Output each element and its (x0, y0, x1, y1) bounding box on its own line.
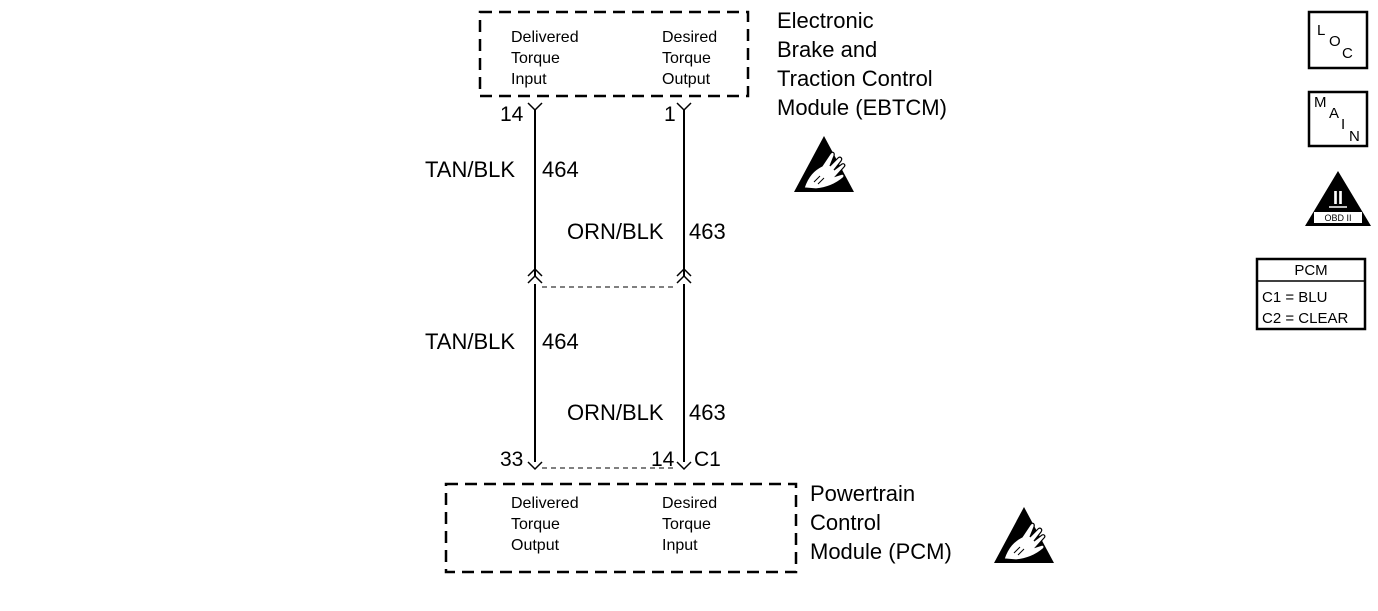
pcm-name-line-2: Control (810, 510, 881, 535)
loc-letter-l: L (1317, 22, 1325, 39)
main-letter-i: I (1341, 116, 1345, 133)
loc-letter-c: C (1342, 45, 1353, 62)
pcm-right-function-3: Input (662, 537, 698, 554)
esd-sensitive-icon (793, 135, 855, 193)
wire-color-upper-right: ORN/BLK (567, 219, 664, 244)
ebtcm-pin-left: 14 (500, 103, 524, 126)
ebtcm-left-function-3: Input (511, 71, 547, 88)
wire-circuit-upper-right: 463 (689, 219, 726, 244)
ebtcm-module: Delivered Torque Input Desired Torque Ou… (478, 8, 947, 120)
wire-left-464 (527, 102, 543, 471)
ebtcm-pin-right: 1 (664, 103, 676, 126)
ebtcm-name-line-1: Electronic (777, 8, 874, 33)
wire-circuit-lower-left: 464 (542, 329, 579, 354)
loc-symbol: L O C (1307, 10, 1369, 70)
pcm-legend-row-c2: C2 = CLEAR (1262, 310, 1348, 327)
ebtcm-name-line-3: Traction Control (777, 66, 933, 91)
pcm-legend-row-c1: C1 = BLU (1262, 289, 1327, 306)
pcm-left-function-1: Delivered (511, 495, 579, 512)
esd-sensitive-icon-pcm (993, 506, 1055, 564)
pcm-connector-legend: PCM C1 = BLU C2 = CLEAR (1255, 257, 1367, 331)
ebtcm-right-function-3: Output (662, 71, 711, 88)
pcm-name-line-1: Powertrain (810, 481, 915, 506)
obd-numeral: II (1333, 188, 1343, 208)
ebtcm-left-function-2: Torque (511, 50, 560, 67)
loc-letter-o: O (1329, 33, 1341, 50)
pcm-pin-right: 14 (651, 448, 675, 471)
pcm-left-function-3: Output (511, 537, 560, 554)
obd-label: OBD II (1324, 213, 1351, 223)
pcm-connector-id: C1 (694, 448, 721, 471)
main-letter-n: N (1349, 128, 1360, 145)
main-letter-m: M (1314, 94, 1327, 111)
main-symbol: M A I N (1307, 90, 1369, 148)
pcm-pin-left: 33 (500, 448, 523, 471)
main-letter-a: A (1329, 105, 1339, 122)
wire-circuit-lower-right: 463 (689, 400, 726, 425)
ebtcm-right-function-1: Desired (662, 29, 717, 46)
wire-color-lower-right: ORN/BLK (567, 400, 664, 425)
obd-ii-icon: II OBD II (1305, 171, 1371, 226)
wire-color-upper-left: TAN/BLK (425, 157, 515, 182)
ebtcm-name-line-4: Module (EBTCM) (777, 95, 947, 120)
pcm-name-line-3: Module (PCM) (810, 539, 952, 564)
pcm-module: Delivered Torque Output Desired Torque I… (444, 481, 952, 574)
ebtcm-left-function-1: Delivered (511, 29, 579, 46)
ebtcm-name-line-2: Brake and (777, 37, 877, 62)
wire-right-463 (676, 102, 692, 471)
wire-circuit-upper-left: 464 (542, 157, 579, 182)
pcm-legend-title: PCM (1294, 262, 1327, 279)
pcm-left-function-2: Torque (511, 516, 560, 533)
wire-color-lower-left: TAN/BLK (425, 329, 515, 354)
pcm-right-function-2: Torque (662, 516, 711, 533)
pcm-right-function-1: Desired (662, 495, 717, 512)
ebtcm-right-function-2: Torque (662, 50, 711, 67)
